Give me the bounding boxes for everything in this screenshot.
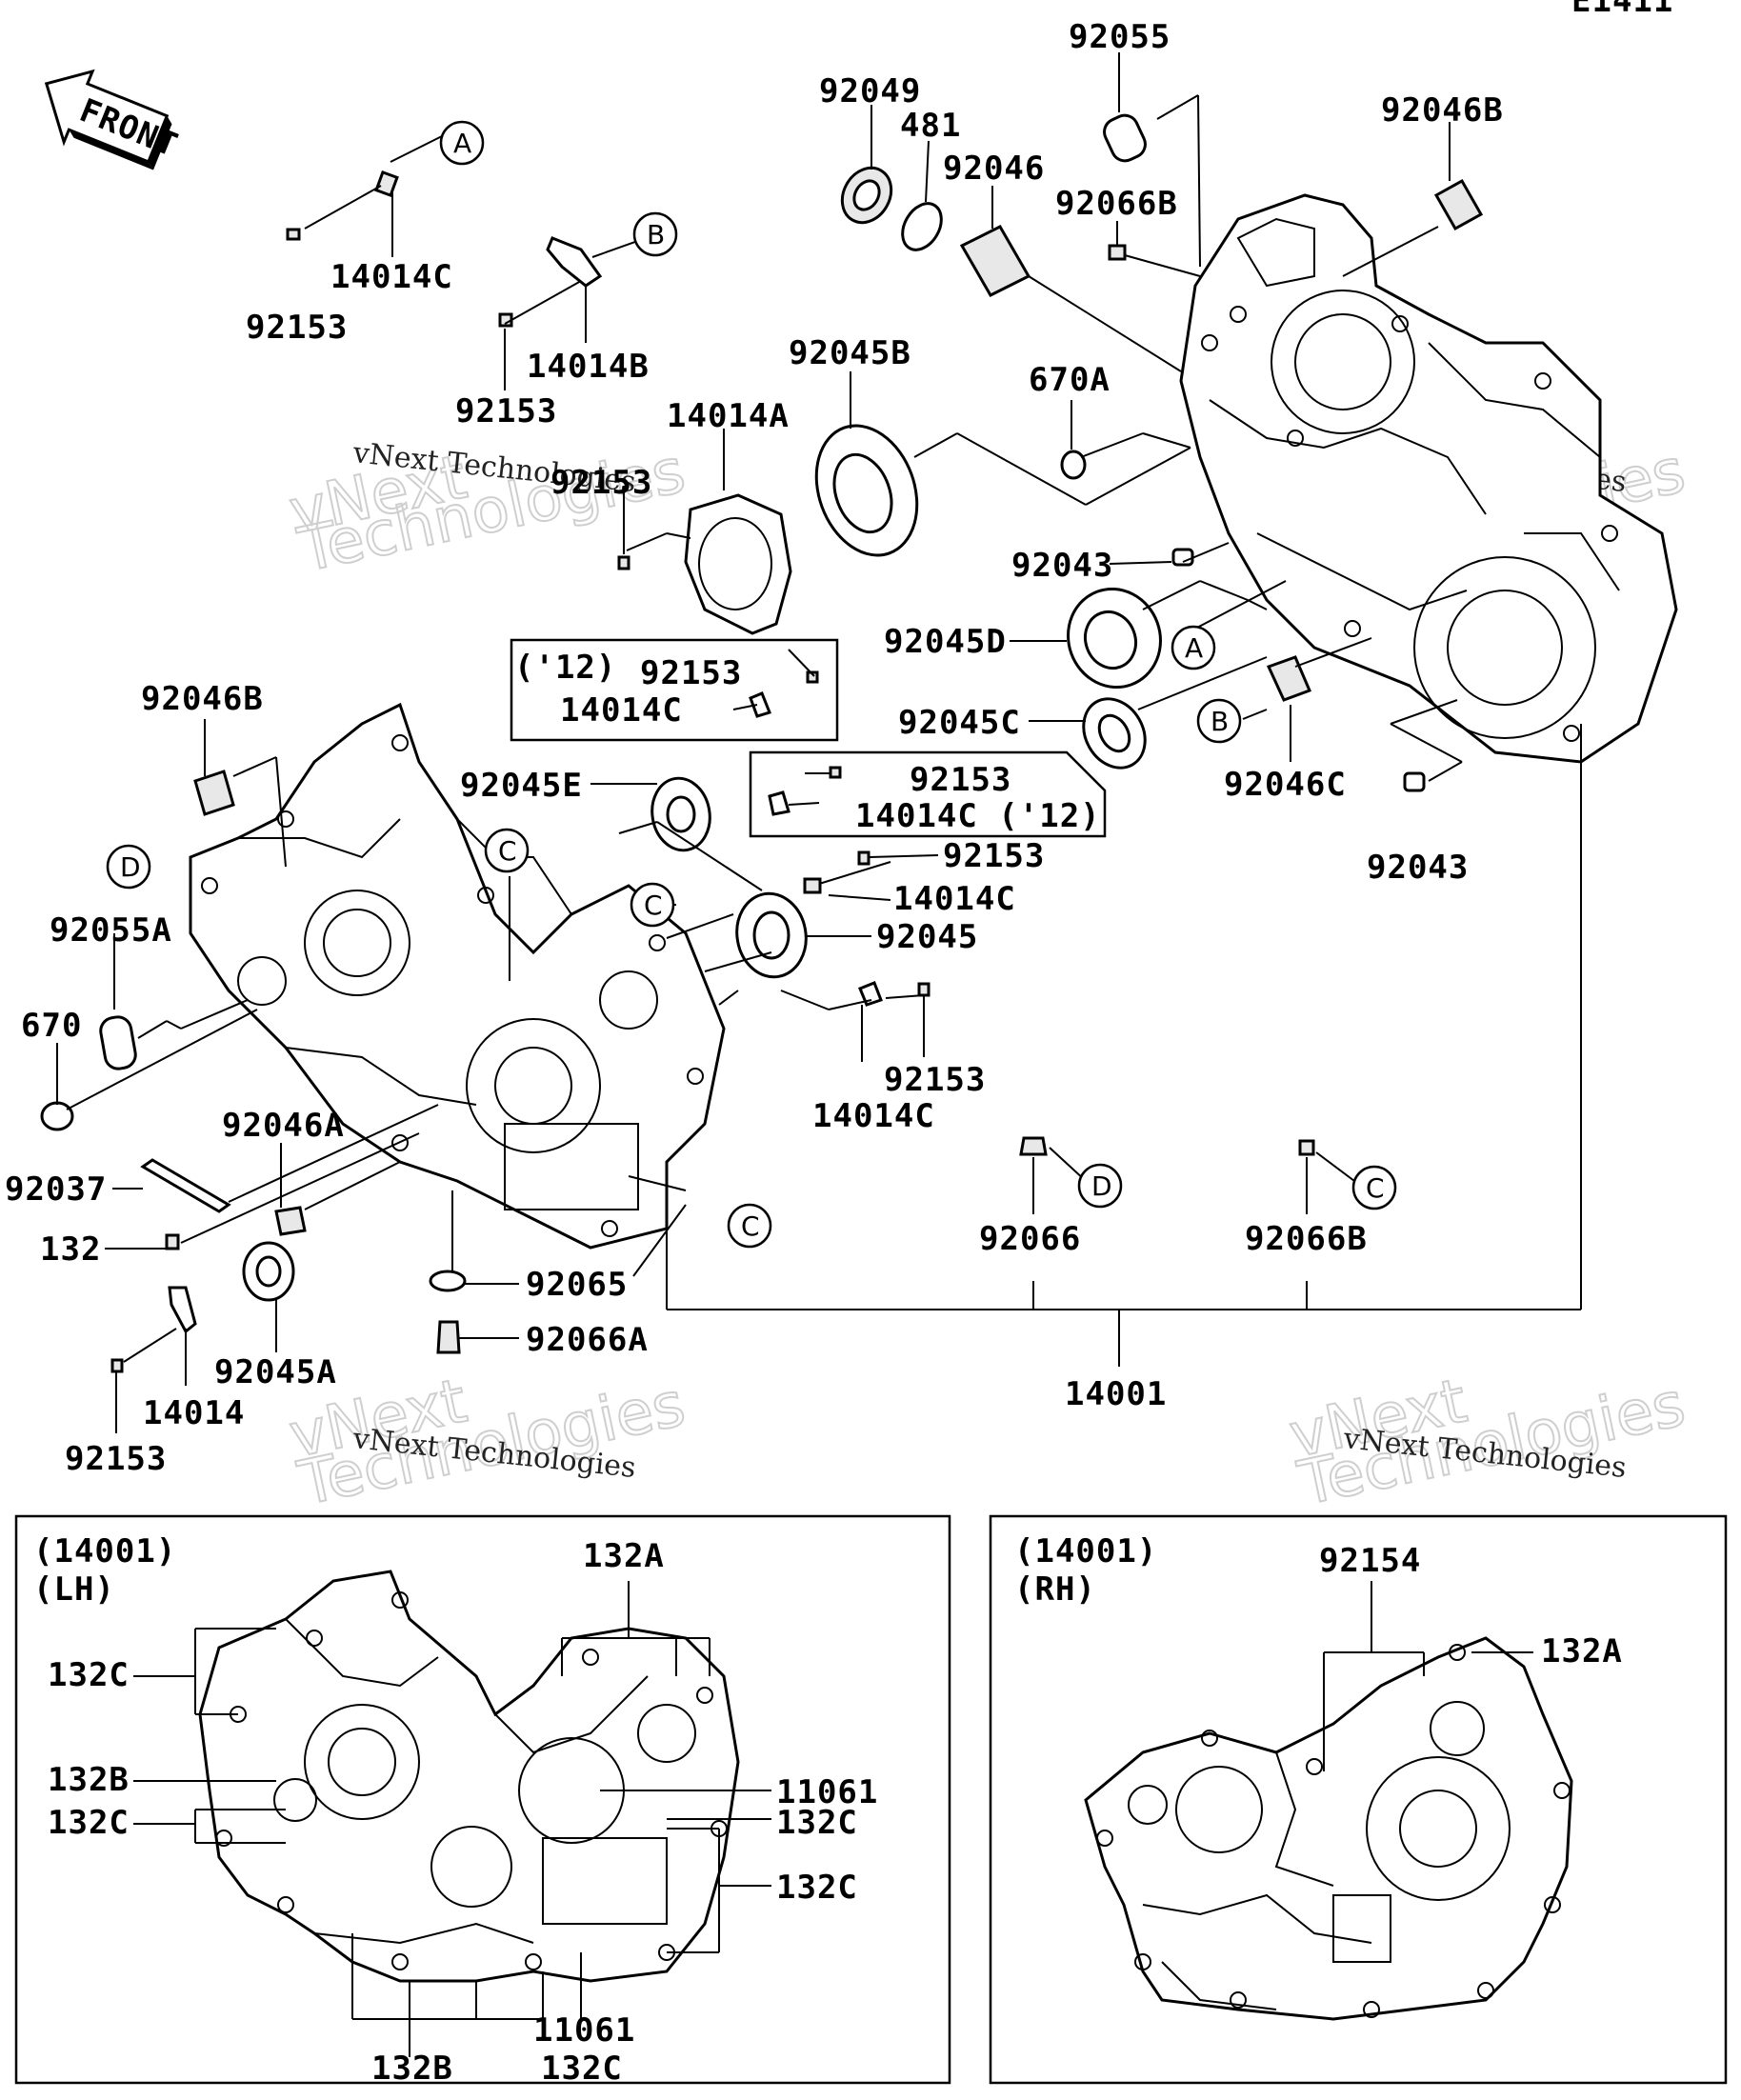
label-14014: 14014 [143,1394,245,1432]
front-arrow-icon: FRONT [44,69,183,170]
panel-lh-132C-3: 132C [776,1804,858,1842]
label-132: 132 [40,1230,101,1269]
label-670A: 670A [1029,361,1111,399]
small-parts-upper [286,113,1484,792]
crankcase-right-illustration [1179,193,1678,764]
panel-lh-132C-2: 132C [48,1804,130,1842]
label-92045C: 92045C [898,704,1021,742]
panel-lh-132B-1: 132B [48,1761,130,1799]
box1-year: ('12) [514,649,616,687]
label-92046C: 92046C [1224,766,1347,804]
label-92153-c: 92153 [550,464,652,502]
svg-text:B: B [1211,706,1229,737]
label-14014C-a: 14014C [330,258,453,296]
label-92046B-left: 92046B [141,680,264,718]
label-92066A: 92066A [526,1321,649,1359]
box1-14014C: 14014C [560,691,683,730]
panel-lh-132A: 132A [583,1537,665,1575]
label-92055A: 92055A [50,911,172,950]
label-92043-bot: 92043 [1367,849,1469,887]
label-670: 670 [21,1007,82,1045]
label-92046A: 92046A [222,1107,345,1145]
box1-92153: 92153 [640,654,742,692]
label-14001: 14001 [1065,1375,1167,1413]
svg-text:C: C [644,890,663,921]
reference-circles: A B A B D C C C D C [106,120,1397,1249]
label-14014A: 14014A [667,397,790,435]
box2-92153: 92153 [910,761,1011,799]
svg-text:C: C [498,835,517,867]
label-481: 481 [900,107,961,145]
part-labels: 92055 92049 481 92046 92046B 92066B 9204… [5,18,1504,1478]
panel-lh-11061-2: 11061 [533,2011,635,2050]
label-92066B-bot: 92066B [1245,1220,1368,1258]
svg-text:A: A [1185,632,1203,664]
label-92037: 92037 [5,1170,107,1209]
svg-text:C: C [741,1210,760,1242]
label-92045E: 92045E [460,767,583,805]
panel-rh-title2: (RH) [1014,1570,1096,1609]
leader-lines [56,52,1582,1433]
label-92153-a: 92153 [246,309,348,347]
small-parts-lower [40,670,1315,1373]
label-92045B: 92045B [789,334,911,372]
svg-text:C: C [1366,1172,1385,1204]
svg-text:D: D [1091,1170,1112,1202]
panel-rh-title1: (14001) [1014,1532,1157,1570]
label-14014C-e: 14014C [812,1097,935,1135]
label-92065: 92065 [526,1266,628,1304]
svg-text:B: B [647,219,665,250]
panel-lh-title2: (LH) [33,1570,115,1609]
panel-lh: (14001) (LH) [14,1514,951,2088]
label-92045: 92045 [876,918,978,956]
label-92043-top: 92043 [1011,547,1113,585]
label-14014B: 14014B [527,348,650,386]
panel-lh-11061-1: 11061 [776,1773,878,1811]
panel-rh: (14001) (RH) 92154 132A [989,1514,1728,2085]
label-92049: 92049 [819,72,921,110]
label-92153-b: 92153 [455,392,557,430]
panel-lh-132C-4: 132C [776,1869,858,1907]
panel-lh-title1: (14001) [33,1532,176,1570]
panel-lh-132B-2: 132B [371,2050,453,2088]
label-92153-d: 92153 [943,837,1045,875]
label-92055: 92055 [1069,18,1171,56]
label-92045D: 92045D [884,623,1007,661]
panel-lh-132C-5: 132C [541,2050,623,2088]
label-14014C-d: 14014C [893,880,1016,918]
diagram-code: E1411 [1571,0,1673,20]
label-92066B-top: 92066B [1055,185,1178,223]
panel-lh-132C-1: 132C [48,1656,130,1694]
label-92046: 92046 [943,150,1045,188]
svg-text:A: A [453,128,471,159]
svg-text:D: D [120,851,141,883]
callout-box-12a [510,638,839,742]
box2-14014C: 14014C ('12) [855,797,1101,835]
label-92153-f: 92153 [65,1440,167,1478]
label-92066: 92066 [979,1220,1081,1258]
label-92045A: 92045A [214,1353,337,1391]
callout-box-12b [749,750,1107,838]
crankcase-left-illustration [189,702,726,1250]
panel-rh-132A: 132A [1541,1632,1623,1670]
label-92153-e: 92153 [884,1061,986,1099]
label-92046B-top: 92046B [1381,91,1504,130]
panel-rh-92154: 92154 [1319,1542,1421,1580]
